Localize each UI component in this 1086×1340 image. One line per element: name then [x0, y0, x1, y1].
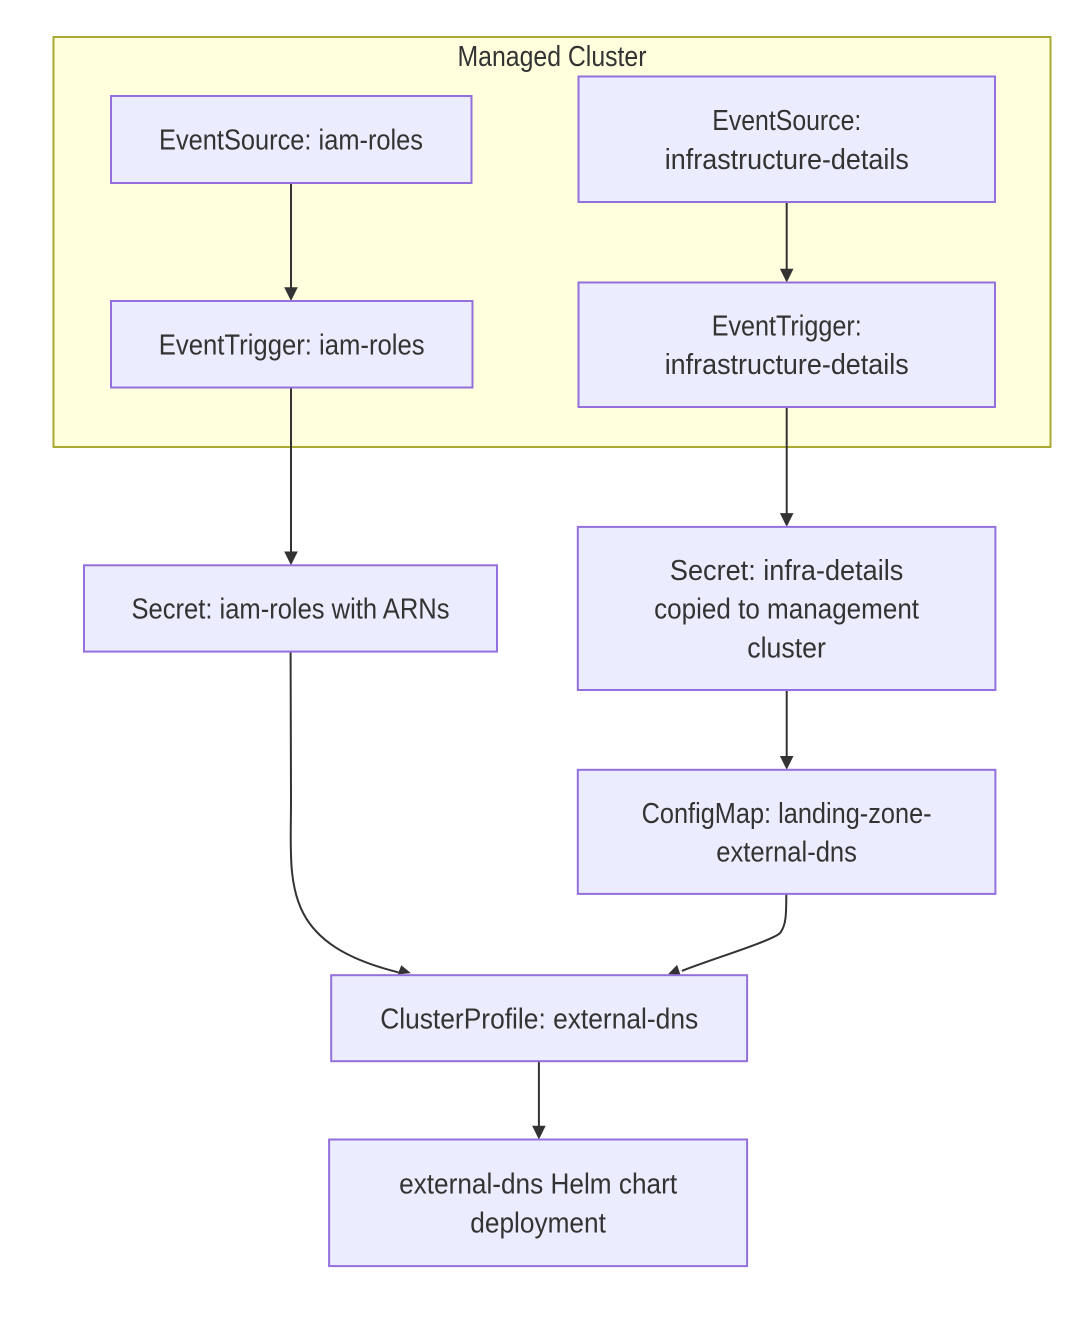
- svg-text:external-dns: external-dns: [716, 837, 857, 869]
- svg-text:Secret: infra-details: Secret: infra-details: [670, 555, 903, 587]
- svg-text:EventTrigger: iam-roles: EventTrigger: iam-roles: [159, 330, 425, 362]
- svg-text:ConfigMap: landing-zone-: ConfigMap: landing-zone-: [642, 798, 932, 830]
- svg-text:infrastructure-details: infrastructure-details: [665, 144, 909, 176]
- svg-text:Managed Cluster: Managed Cluster: [458, 41, 647, 73]
- svg-text:EventTrigger:: EventTrigger:: [712, 311, 862, 343]
- svg-text:deployment: deployment: [470, 1207, 606, 1239]
- svg-text:cluster: cluster: [747, 632, 826, 664]
- svg-text:copied to management: copied to management: [654, 594, 919, 626]
- svg-text:infrastructure-details: infrastructure-details: [665, 349, 909, 381]
- svg-text:EventSource: iam-roles: EventSource: iam-roles: [159, 125, 423, 157]
- svg-text:ClusterProfile: external-dns: ClusterProfile: external-dns: [380, 1003, 698, 1035]
- svg-text:external-dns Helm chart: external-dns Helm chart: [399, 1169, 677, 1201]
- svg-text:Secret: iam-roles with ARNs: Secret: iam-roles with ARNs: [132, 594, 450, 626]
- svg-text:EventSource:: EventSource:: [712, 105, 861, 137]
